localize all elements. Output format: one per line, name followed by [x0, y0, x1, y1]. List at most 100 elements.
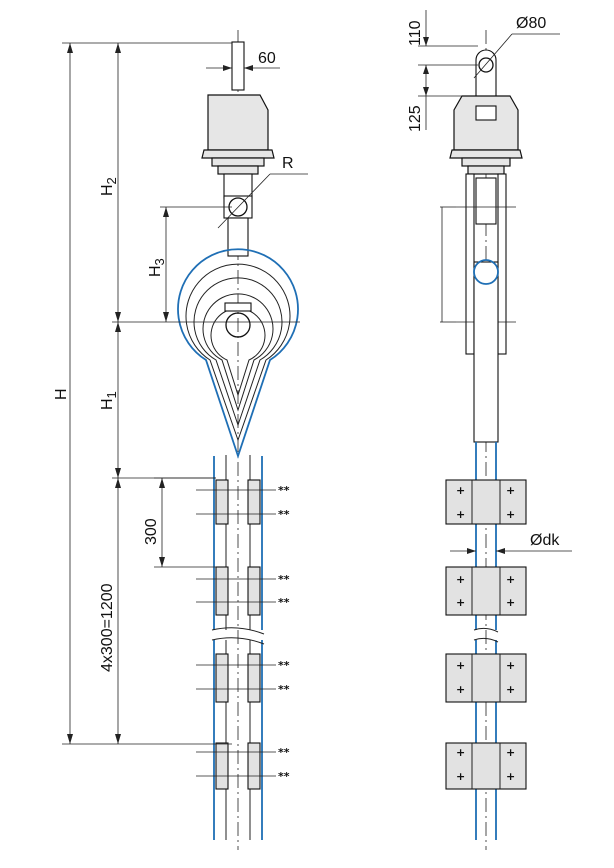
leader-line: [473, 33, 513, 79]
plus-mark: +: [506, 746, 515, 759]
clevis-tongue: [227, 217, 249, 257]
diameter-dk: Ødk: [450, 532, 572, 554]
plus-mark: +: [456, 508, 465, 521]
clamp-group-2: ** **: [196, 566, 290, 616]
nameplate: [475, 105, 497, 121]
bolt-mark: **: [278, 770, 290, 783]
clamp-group-1: ** **: [196, 479, 290, 525]
plus-mark: +: [506, 484, 515, 497]
plus-mark: +: [506, 659, 515, 672]
side-housing-upper: [453, 95, 519, 151]
plus-mark: +: [456, 484, 465, 497]
housing-neck-2: [217, 165, 259, 175]
clamp-plate: [247, 479, 261, 525]
side-neck-1: [461, 157, 511, 167]
bolt-mark: **: [278, 683, 290, 696]
top-stem: [231, 41, 245, 91]
plus-mark: +: [506, 770, 515, 783]
eye-hole: [478, 57, 494, 73]
plus-mark: +: [506, 508, 515, 521]
diameter-80-label: Ø80: [516, 15, 546, 32]
dimension-h1: H1: [99, 322, 216, 479]
thimble-contour-2: [193, 277, 283, 427]
dimension-arrows: [423, 87, 429, 96]
bolt-mark: **: [278, 659, 290, 672]
diameter-dk-label: Ødk: [530, 532, 560, 549]
clamp-plate: [215, 479, 229, 525]
cable-break: [211, 627, 265, 645]
radius-leader: R: [217, 155, 308, 229]
housing-neck-1: [211, 157, 265, 167]
clamp-plate: [215, 742, 229, 790]
bolt-mark: **: [278, 573, 290, 586]
clamp-plate: [247, 653, 261, 703]
cable-lower-blue: [213, 640, 263, 840]
dimension-label-h: H: [53, 388, 70, 400]
diameter-80-leader: Ø80: [473, 15, 560, 79]
side-cable-break: [473, 627, 499, 643]
thimble-contour-1: [185, 263, 291, 442]
plus-mark: +: [456, 770, 465, 783]
dimension-label-1200: 4x300=1200: [99, 583, 116, 672]
side-housing-flange: [449, 149, 523, 159]
side-plate-left: [465, 173, 475, 355]
dimension-h-total: H: [53, 42, 232, 745]
leader-line: [217, 173, 271, 229]
dimension-label-125: 125: [407, 105, 424, 132]
dimension-1200: 4x300=1200: [99, 478, 121, 744]
dimension-125: 125: [407, 65, 462, 132]
dimension-label-300: 300: [143, 518, 160, 545]
dimension-label-60: 60: [258, 50, 276, 67]
side-clamp-plate: [445, 742, 527, 790]
clevis-shaft: [223, 173, 253, 199]
dimension-arrows: [467, 548, 505, 554]
side-clamp-plate: [445, 653, 527, 703]
clamp-plate: [215, 653, 229, 703]
dimension-h2: H2: [99, 43, 300, 323]
side-clamp-4: + + + +: [445, 742, 527, 790]
side-clamp-1: + + + +: [445, 479, 527, 525]
plus-mark: +: [506, 573, 515, 586]
side-clamp-2: + + + +: [445, 566, 527, 616]
clamp-group-4: ** **: [196, 742, 290, 790]
plus-mark: +: [456, 746, 465, 759]
side-clamp-plate: [445, 479, 527, 525]
plus-mark: +: [456, 573, 465, 586]
side-neck-2: [467, 165, 505, 175]
bolt-mark: **: [278, 596, 290, 609]
clamp-group-3: ** **: [196, 653, 290, 703]
dimension-h3: H3: [147, 206, 232, 322]
plus-mark: +: [456, 659, 465, 672]
cable-upper-blue: [213, 456, 263, 630]
dimension-arrows: [223, 65, 253, 71]
dimension-label-h3: H3: [147, 258, 167, 277]
dimension-label-h1: H1: [99, 391, 119, 410]
plus-mark: +: [456, 596, 465, 609]
sheave-body: [473, 261, 499, 443]
clamp-plate: [215, 566, 229, 616]
clamp-plate: [247, 566, 261, 616]
dimension-60: 60: [206, 50, 280, 71]
plus-mark: +: [506, 683, 515, 696]
thimble-contour-3: [202, 293, 274, 412]
housing-upper: [207, 94, 269, 151]
front-view: ** ** ** ** ** ** ** **: [53, 30, 308, 850]
dimension-300: 300: [143, 477, 216, 568]
plus-mark: +: [506, 596, 515, 609]
dimension-label-h2: H2: [99, 177, 119, 196]
housing-flange: [201, 149, 275, 159]
thimble-outer-blue: [177, 248, 299, 459]
dimension-label-110: 110: [407, 20, 424, 46]
thimble-pin-plate: [224, 302, 252, 312]
thimble-pin: [225, 312, 251, 338]
clamp-plate: [247, 742, 261, 790]
side-tongue: [475, 177, 497, 225]
sheave-blue: [473, 259, 499, 285]
side-plate-right: [497, 173, 507, 355]
bolt-mark: **: [278, 484, 290, 497]
side-clamp-3: + + + +: [445, 653, 527, 703]
bolt-mark: **: [278, 746, 290, 759]
side-clamp-plate: [445, 566, 527, 616]
dimension-arrows: [159, 478, 165, 567]
